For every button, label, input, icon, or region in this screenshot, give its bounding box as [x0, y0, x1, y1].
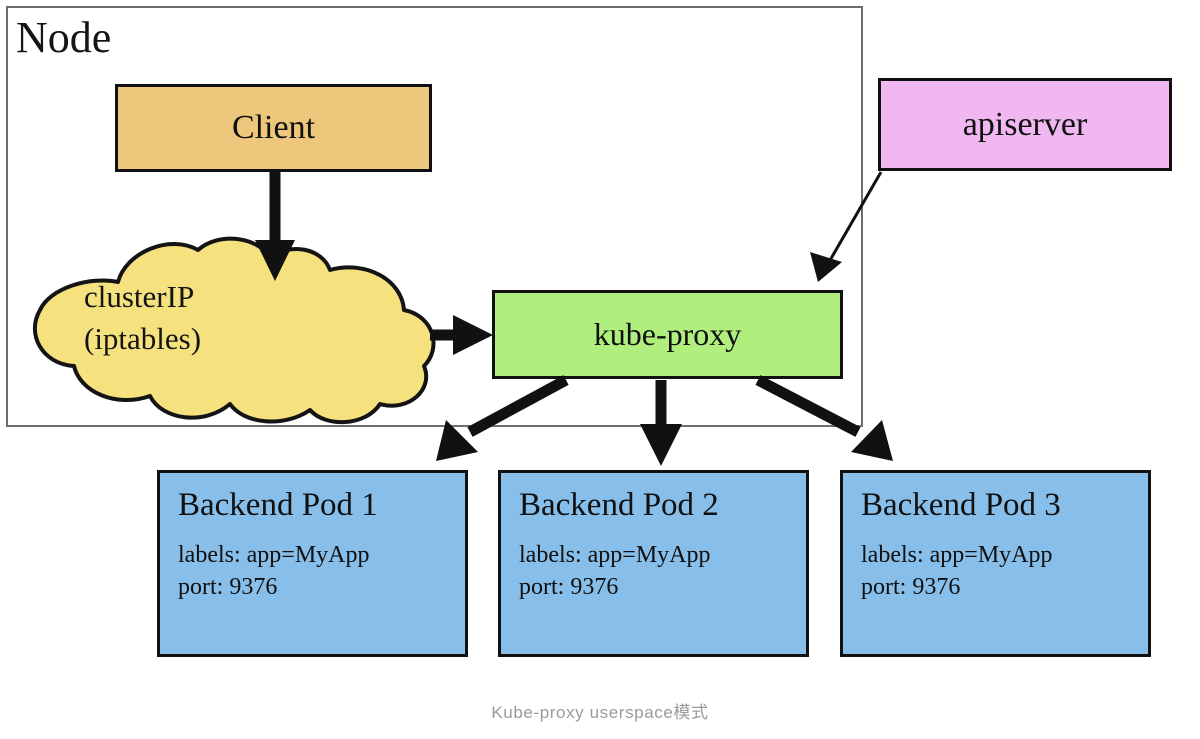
cloud-shape-icon — [33, 236, 436, 424]
apiserver-box[interactable]: apiserver — [878, 78, 1172, 171]
client-label: Client — [231, 109, 316, 146]
pod-title: Backend Pod 2 — [519, 487, 719, 523]
pod-port: port: 9376 — [861, 574, 961, 601]
pod-labels: labels: app=MyApp — [178, 541, 370, 568]
clusterip-cloud: clusterIP (iptables) — [22, 236, 446, 430]
backend-pod-3-box[interactable]: Backend Pod 3 labels: app=MyApp port: 93… — [840, 470, 1151, 657]
apiserver-label: apiserver — [962, 105, 1088, 143]
backend-pod-1-box[interactable]: Backend Pod 1 labels: app=MyApp port: 93… — [157, 470, 468, 657]
pod-port: port: 9376 — [519, 574, 619, 601]
kube-proxy-box[interactable]: kube-proxy — [492, 290, 843, 379]
node-label: Node — [16, 13, 112, 62]
client-box[interactable]: Client — [115, 84, 432, 172]
figure-caption: Kube-proxy userspace模式 — [491, 703, 709, 722]
backend-pod-2-box[interactable]: Backend Pod 2 labels: app=MyApp port: 93… — [498, 470, 809, 657]
pod-labels: labels: app=MyApp — [861, 541, 1053, 568]
pod-title: Backend Pod 1 — [178, 487, 378, 523]
kube-proxy-label: kube-proxy — [593, 316, 742, 352]
pod-port: port: 9376 — [178, 574, 278, 601]
pod-title: Backend Pod 3 — [861, 487, 1061, 523]
pod-labels: labels: app=MyApp — [519, 541, 711, 568]
